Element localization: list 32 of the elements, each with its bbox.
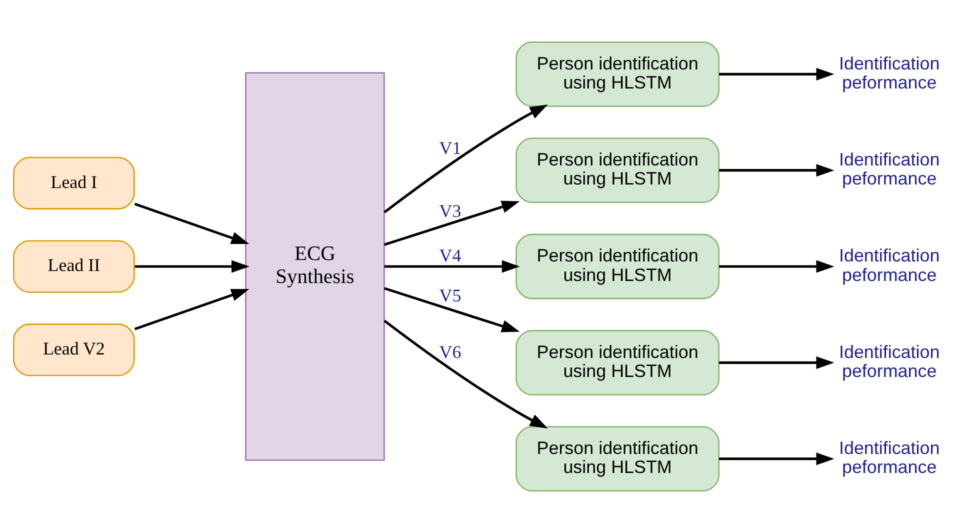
node-text: Identification peformance — [838, 245, 940, 284]
node-text: Identification peformance — [838, 148, 940, 188]
node-box: Person identification using HLSTM — [516, 41, 720, 106]
edge-label: V4 — [439, 245, 462, 266]
arrow — [719, 452, 834, 465]
arrow — [134, 260, 250, 272]
arrow — [719, 67, 834, 80]
node-text: Identification peformance — [838, 52, 940, 92]
node-box: Lead V2 — [13, 323, 135, 376]
arrow — [719, 356, 834, 368]
arrow — [384, 200, 520, 246]
arrow — [134, 288, 250, 330]
edge-label: V3 — [439, 200, 462, 220]
node-box: Person identification using HLSTM — [516, 329, 720, 395]
arrow — [384, 286, 520, 332]
edge-label: V6 — [439, 341, 462, 362]
node-text: Identification peformance — [838, 437, 940, 477]
arrow — [384, 104, 548, 213]
node-box: Person identification using HLSTM — [516, 233, 720, 299]
arrow — [384, 319, 548, 428]
node-box: Lead I — [13, 156, 135, 209]
arrow — [719, 260, 834, 272]
node-box: ECG Synthesis — [245, 72, 385, 460]
node-box: Lead II — [13, 240, 135, 292]
node-box: Person identification using HLSTM — [516, 137, 720, 203]
edge-label: V5 — [439, 284, 462, 305]
arrow — [719, 164, 834, 176]
edge-label: V1 — [439, 137, 462, 158]
node-box: Person identification using HLSTM — [516, 426, 720, 491]
node-text: Identification peformance — [838, 341, 940, 381]
arrow — [134, 202, 250, 244]
arrow — [384, 260, 520, 272]
